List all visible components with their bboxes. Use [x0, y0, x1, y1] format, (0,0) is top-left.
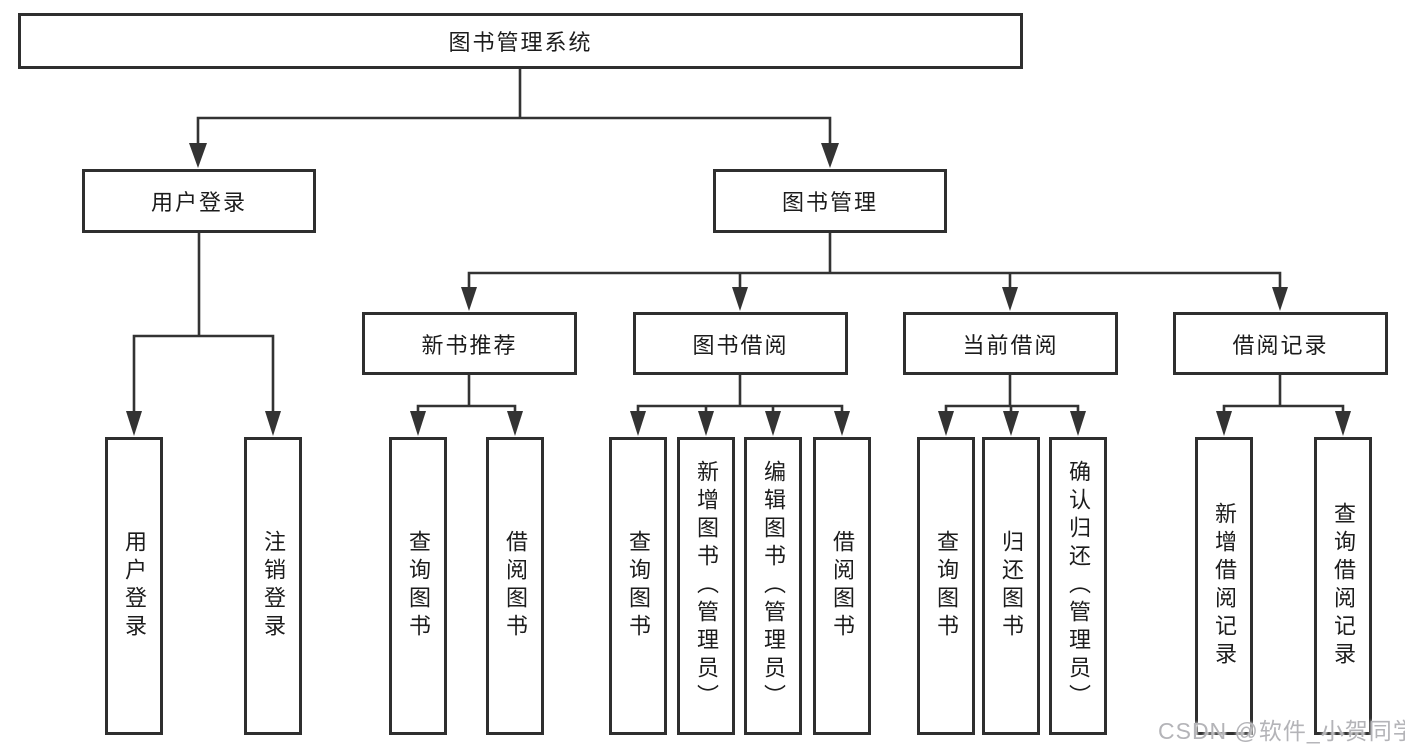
node-library-management-system: 图书管理系统	[18, 13, 1023, 69]
leaf-add-books-admin: 新增图书（管理员）	[677, 437, 735, 735]
node-borrowing-records: 借阅记录	[1173, 312, 1388, 375]
leaf-query-books-recommend: 查询图书	[389, 437, 447, 735]
arrowhead-icons	[126, 143, 1351, 436]
leaf-return-books: 归还图书	[982, 437, 1040, 735]
leaf-query-books-borrow: 查询图书	[609, 437, 667, 735]
leaf-query-books-current: 查询图书	[917, 437, 975, 735]
leaf-confirm-return-admin: 确认归还（管理员）	[1049, 437, 1107, 735]
csdn-watermark: CSDN @软件_小贺同学	[1158, 718, 1405, 744]
leaf-user-login: 用户登录	[105, 437, 163, 735]
leaf-borrow-books-recommend: 借阅图书	[486, 437, 544, 735]
node-user-login: 用户登录	[82, 169, 316, 233]
node-book-management: 图书管理	[713, 169, 947, 233]
leaf-logout: 注销登录	[244, 437, 302, 735]
leaf-borrow-books: 借阅图书	[813, 437, 871, 735]
leaf-edit-books-admin: 编辑图书（管理员）	[744, 437, 802, 735]
node-book-borrowing: 图书借阅	[633, 312, 848, 375]
leaf-query-borrow-record: 查询借阅记录	[1314, 437, 1372, 735]
node-new-book-recommendation: 新书推荐	[362, 312, 577, 375]
leaf-add-borrow-record: 新增借阅记录	[1195, 437, 1253, 735]
node-current-borrowing: 当前借阅	[903, 312, 1118, 375]
